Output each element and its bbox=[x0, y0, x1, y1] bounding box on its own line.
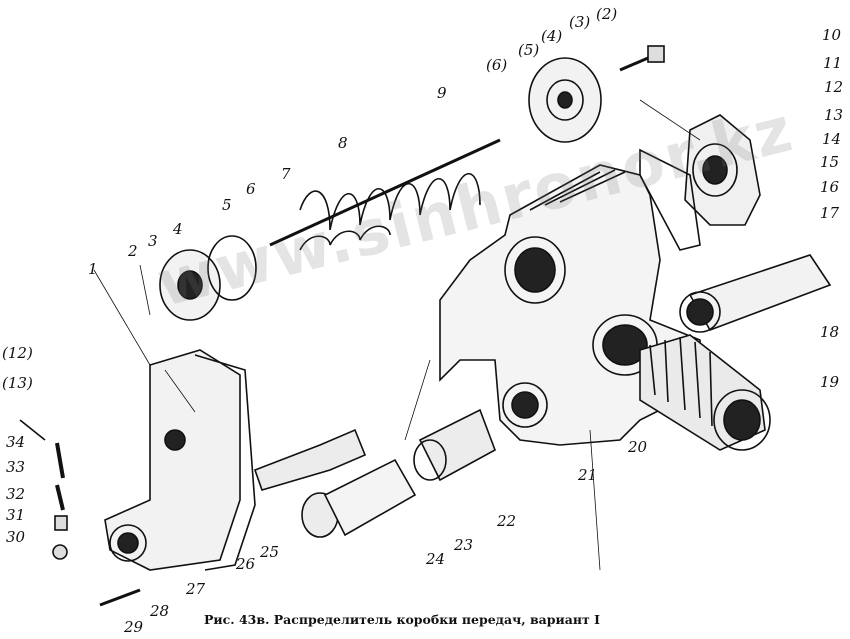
part-label-31: 32 bbox=[6, 485, 26, 503]
part-label-18: 19 bbox=[820, 373, 840, 391]
part-label-6: 7 bbox=[281, 165, 291, 183]
part-label-2: 3 bbox=[148, 232, 158, 250]
bolt-head-top bbox=[647, 45, 665, 63]
part-label-25: 26 bbox=[236, 555, 256, 573]
part-label-20: 21 bbox=[578, 466, 598, 484]
housing-20 bbox=[439, 164, 701, 446]
sleeve-22 bbox=[413, 408, 496, 482]
spring-32 bbox=[55, 484, 65, 511]
ball-30 bbox=[52, 544, 68, 560]
part-label-12: 13 bbox=[824, 106, 844, 124]
part-label-28: 29 bbox=[124, 618, 144, 636]
bellows-19 bbox=[639, 334, 771, 451]
part-label-22: 23 bbox=[454, 536, 474, 554]
piston-4 bbox=[159, 235, 257, 321]
part-label-8: 9 bbox=[437, 84, 447, 102]
part-label-17: 18 bbox=[820, 323, 840, 341]
figure-caption: Рис. 43в. Распределитель коробки передач… bbox=[204, 612, 600, 627]
part-label-40: (13) bbox=[2, 374, 33, 392]
piston-top bbox=[528, 57, 602, 143]
gasket-26 bbox=[194, 354, 256, 571]
part-label-5: 6 bbox=[246, 180, 256, 198]
gasket-10 bbox=[639, 148, 701, 251]
part-label-34: (2) bbox=[596, 5, 618, 23]
part-label-27: 28 bbox=[150, 602, 170, 620]
part-label-9: 10 bbox=[822, 26, 842, 44]
part-label-30: 31 bbox=[6, 506, 26, 524]
part-label-39: (12) bbox=[2, 344, 33, 362]
part-label-36: (4) bbox=[541, 27, 563, 45]
housing-1 bbox=[104, 349, 241, 571]
part-label-37: (5) bbox=[518, 41, 540, 59]
part-label-21: 22 bbox=[497, 512, 517, 530]
part-label-33: 34 bbox=[6, 433, 26, 451]
rod-7 bbox=[269, 138, 501, 247]
part-label-10: 11 bbox=[823, 54, 843, 72]
part-label-38: (6) bbox=[486, 56, 508, 74]
part-label-24: 25 bbox=[260, 543, 280, 561]
part-label-16: 17 bbox=[820, 204, 840, 222]
shaft-25 bbox=[253, 428, 367, 491]
spring-33 bbox=[55, 442, 65, 479]
part-label-13: 14 bbox=[822, 130, 842, 148]
flange-11 bbox=[684, 114, 761, 226]
part-label-19: 20 bbox=[628, 438, 648, 456]
part-label-23: 24 bbox=[426, 550, 446, 568]
part-label-15: 16 bbox=[820, 178, 840, 196]
part-label-26: 27 bbox=[186, 580, 206, 598]
part-label-14: 15 bbox=[820, 153, 840, 171]
pin-34 bbox=[19, 419, 46, 441]
bolt-29 bbox=[99, 588, 141, 607]
spring-8 bbox=[299, 173, 481, 251]
part-label-35: (3) bbox=[569, 13, 591, 31]
part-label-11: 12 bbox=[824, 78, 844, 96]
part-label-32: 33 bbox=[6, 458, 26, 476]
part-label-3: 4 bbox=[173, 220, 183, 238]
plug-31 bbox=[54, 515, 68, 531]
part-label-4: 5 bbox=[222, 196, 232, 214]
part-label-0: 1 bbox=[88, 260, 98, 278]
part-label-7: 8 bbox=[338, 134, 348, 152]
gear-24 bbox=[301, 458, 417, 538]
part-label-1: 2 bbox=[128, 242, 138, 260]
cylinder-18 bbox=[679, 254, 832, 333]
part-label-29: 30 bbox=[6, 528, 26, 546]
